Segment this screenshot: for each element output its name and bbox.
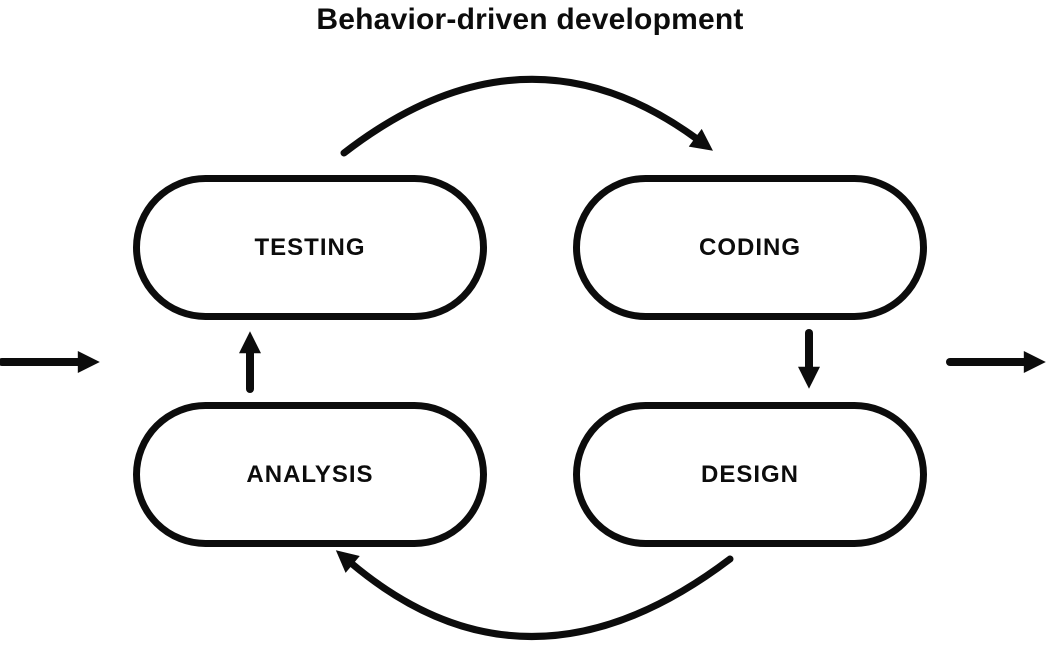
node-coding-label: CODING <box>699 233 801 261</box>
design-to-analysis-arc-arrow <box>335 550 734 640</box>
node-coding: CODING <box>573 175 927 320</box>
node-testing-label: TESTING <box>254 233 366 261</box>
node-analysis: ANALYSIS <box>133 402 487 547</box>
node-analysis-label: ANALYSIS <box>246 460 374 488</box>
diagram-title: Behavior-driven development <box>316 3 744 36</box>
node-design: DESIGN <box>573 402 927 547</box>
node-design-label: DESIGN <box>700 460 799 488</box>
node-testing: TESTING <box>133 175 487 320</box>
testing-to-coding-arc-arrow <box>340 75 713 157</box>
